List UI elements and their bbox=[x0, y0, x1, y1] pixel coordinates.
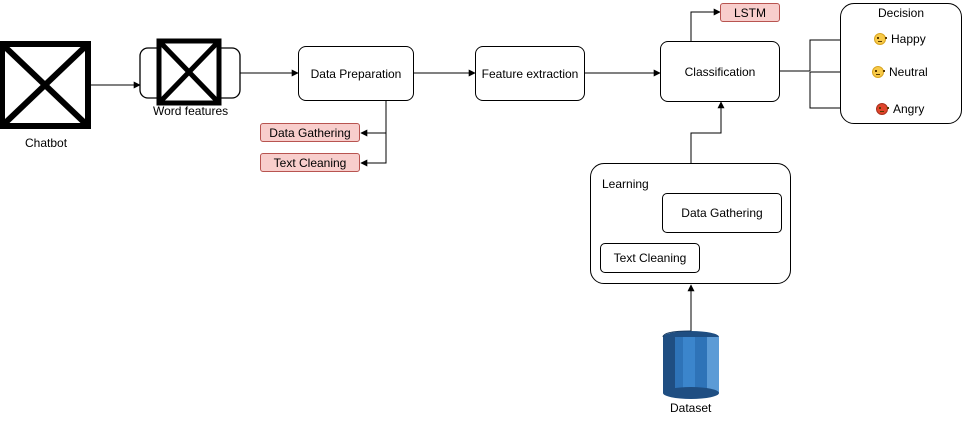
angry-label: Angry bbox=[893, 102, 925, 116]
angry-face-icon bbox=[876, 103, 889, 115]
neutral-label: Neutral bbox=[889, 65, 928, 79]
classification-label: Classification bbox=[684, 64, 756, 79]
decision-title: Decision bbox=[878, 6, 925, 20]
learning-label: Learning bbox=[602, 177, 649, 191]
chatbot-label: Chatbot bbox=[25, 136, 68, 150]
dataset-label: Dataset bbox=[670, 401, 712, 415]
edge-class-lstm bbox=[690, 8, 721, 41]
text-cleaning-learn-node: Text Cleaning bbox=[600, 243, 700, 273]
decision-group: Decision bbox=[840, 3, 962, 124]
angry-output: Angry bbox=[876, 102, 924, 116]
happy-output: Happy bbox=[874, 32, 926, 46]
word-features-label: Word features bbox=[153, 104, 229, 118]
data-gathering-prep-label: Data Gathering bbox=[269, 125, 351, 140]
text-cleaning-prep-label: Text Cleaning bbox=[273, 155, 347, 170]
feature-extraction-label: Feature extraction bbox=[481, 66, 579, 81]
classification-node: Classification bbox=[660, 41, 780, 102]
data-gathering-learn-node: Data Gathering bbox=[662, 193, 782, 233]
neutral-output: Neutral bbox=[872, 65, 928, 79]
edge-prep-cleaning bbox=[360, 133, 387, 167]
text-cleaning-prep-node: Text Cleaning bbox=[260, 153, 360, 172]
feature-extraction-node: Feature extraction bbox=[475, 46, 585, 101]
chatbot-icon bbox=[0, 41, 91, 129]
lstm-node: LSTM bbox=[720, 3, 780, 22]
grinning-face-icon bbox=[874, 33, 887, 45]
edge-learning-class bbox=[690, 101, 725, 163]
text-cleaning-learn-label: Text Cleaning bbox=[613, 251, 687, 265]
edge-prep-gathering bbox=[360, 101, 387, 137]
data-gathering-prep-node: Data Gathering bbox=[260, 123, 360, 142]
data-preparation-node: Data Preparation bbox=[298, 46, 414, 101]
word-features-icon bbox=[156, 38, 222, 106]
dataset-cylinder-icon bbox=[662, 330, 719, 399]
lstm-label: LSTM bbox=[733, 5, 766, 20]
happy-label: Happy bbox=[891, 32, 926, 46]
data-gathering-learn-label: Data Gathering bbox=[681, 206, 763, 220]
neutral-face-icon bbox=[872, 66, 885, 78]
data-preparation-label: Data Preparation bbox=[310, 66, 402, 81]
